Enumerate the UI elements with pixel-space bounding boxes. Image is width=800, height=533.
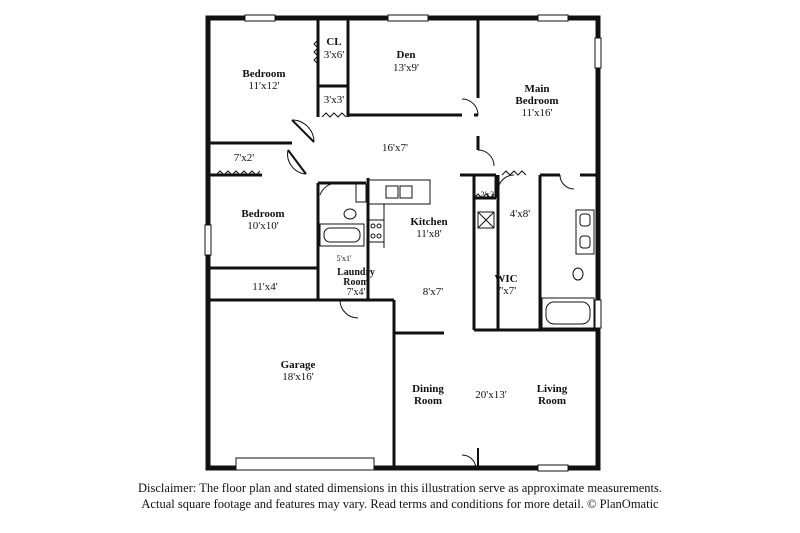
dining-name-2: Room — [414, 395, 442, 407]
laundry-nook-size: 5'x1' — [337, 254, 352, 263]
garage-size: 18'x16' — [282, 371, 313, 383]
wic-size: 7'x7' — [496, 285, 516, 297]
laundry-name-2: Room — [343, 277, 369, 288]
garage-name: Garage — [281, 359, 316, 371]
dining-name-1: Dining — [412, 383, 444, 395]
breakfast-size: 8'x7' — [423, 286, 443, 298]
laundry-size: 7'x4' — [347, 287, 366, 298]
bath-main-size: 4'x8' — [510, 208, 530, 220]
room-labels: Bedroom 11'x12' CL 3'x6' Den 13'x9' Main… — [234, 36, 568, 407]
pantry-size: 2'x3' — [481, 190, 496, 199]
den-name: Den — [397, 49, 416, 61]
disclaimer-line-2: Actual square footage and features may v… — [141, 497, 659, 511]
living-name-2: Room — [538, 395, 566, 407]
wic-name: WIC — [494, 273, 517, 285]
main-bedroom-name-1: Main — [524, 83, 549, 95]
kitchen-size: 11'x8' — [416, 228, 442, 240]
living-name-1: Living — [537, 383, 568, 395]
den-size: 13'x9' — [393, 62, 419, 74]
kitchen-counters — [367, 179, 495, 248]
storage-size: 11'x4' — [252, 281, 278, 293]
main-bedroom-name-2: Bedroom — [515, 95, 558, 107]
disclaimer: Disclaimer: The floor plan and stated di… — [0, 480, 800, 512]
main-bedroom-size: 11'x16' — [521, 107, 552, 119]
small-closet-size: 3'x3' — [324, 94, 344, 106]
bedroom-top-name: Bedroom — [242, 68, 285, 80]
disclaimer-line-1: Disclaimer: The floor plan and stated di… — [138, 481, 662, 495]
laundry-name-1: Laundry — [337, 267, 375, 278]
closet-doors — [215, 39, 527, 199]
kitchen-name: Kitchen — [410, 216, 447, 228]
floor-plan: Bedroom 11'x12' CL 3'x6' Den 13'x9' Main… — [204, 14, 602, 472]
hall-size: 16'x7' — [382, 142, 408, 154]
bath-fixtures — [319, 183, 595, 329]
bedroom-mid-size: 10'x10' — [247, 220, 278, 232]
bedroom-top-size: 11'x12' — [248, 80, 279, 92]
windows — [204, 14, 602, 472]
door-swings — [287, 98, 575, 469]
linen-size: 7'x2' — [234, 152, 254, 164]
closet-size: 3'x6' — [324, 49, 344, 61]
bedroom-mid-name: Bedroom — [241, 208, 284, 220]
great-room-size: 20'x13' — [475, 389, 506, 401]
closet-name: CL — [326, 36, 341, 48]
